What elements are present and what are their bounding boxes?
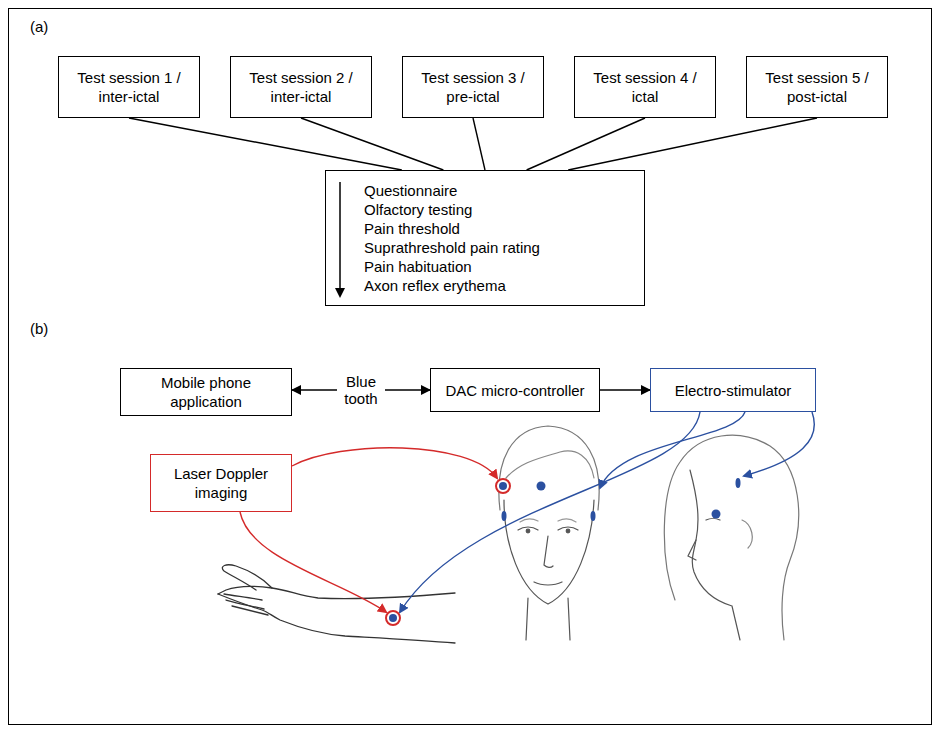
list-item: Axon reflex erythema [364, 276, 506, 295]
edge-label: Blue tooth [337, 373, 385, 407]
process-box: Test session 3 / pre-ictal [402, 56, 544, 118]
list-item: Pain habituation [364, 257, 472, 276]
process-box: Test session 1 / inter-ictal [58, 56, 200, 118]
process-box: Test session 5 / post-ictal [746, 56, 888, 118]
sequence-arrow [339, 182, 341, 296]
list-item: Suprathreshold pain rating [364, 238, 540, 257]
panel-label: (b) [30, 320, 48, 338]
arm-drawing [218, 565, 455, 643]
box-label: Electro-stimulator [675, 381, 792, 400]
figure-frame [8, 8, 932, 725]
process-box: Test session 4 / ictal [574, 56, 716, 118]
laser-arrows [240, 448, 497, 612]
stimulation-arrows [400, 412, 814, 612]
box-label: Test session 4 / ictal [581, 68, 709, 106]
process-box: Mobile phone application [120, 368, 292, 416]
connector [568, 118, 817, 170]
connector [301, 118, 443, 170]
list-item: Questionnaire [364, 181, 457, 200]
process-box: Electro-stimulator [650, 368, 816, 412]
connector [473, 118, 485, 170]
electrode-sites [386, 478, 741, 625]
box-label: DAC micro-controller [445, 381, 584, 400]
list-item: Olfactory testing [364, 200, 472, 219]
panel-label: (a) [30, 18, 48, 36]
face-drawing [499, 426, 599, 640]
box-label: Test session 5 / post-ictal [753, 68, 881, 106]
box-label: Test session 1 / inter-ictal [65, 68, 193, 106]
task-list-box: QuestionnaireOlfactory testingPain thres… [325, 170, 645, 306]
box-label: Test session 3 / pre-ictal [409, 68, 537, 106]
connector [527, 118, 645, 170]
process-box: DAC micro-controller [430, 368, 600, 412]
profile-drawing [664, 435, 798, 640]
box-label: Mobile phone application [127, 373, 285, 411]
list-item: Pain threshold [364, 219, 460, 238]
box-label: Test session 2 / inter-ictal [237, 68, 365, 106]
process-box: Laser Doppler imaging [150, 454, 292, 512]
connector [129, 118, 402, 170]
box-label: Laser Doppler imaging [157, 464, 285, 502]
process-box: Test session 2 / inter-ictal [230, 56, 372, 118]
connector [600, 389, 650, 390]
